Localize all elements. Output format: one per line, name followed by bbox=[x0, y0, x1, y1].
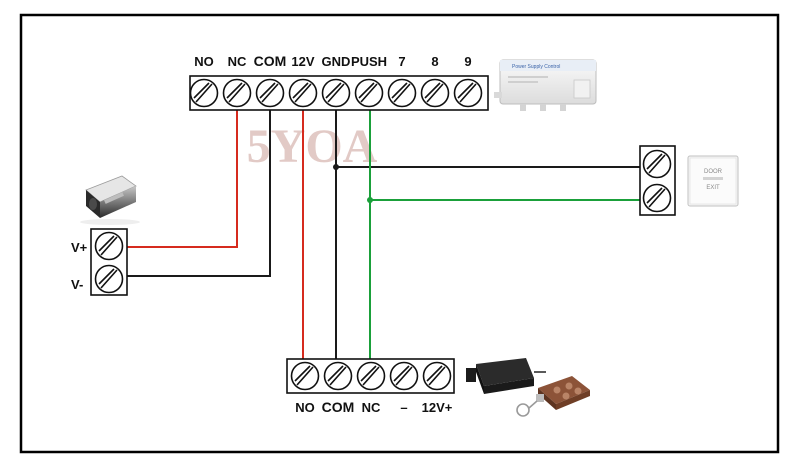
remote-terminal-label: COM bbox=[322, 399, 355, 415]
power-supply-title: Power Supply Control bbox=[512, 64, 560, 70]
remote-terminal-label: – bbox=[400, 400, 407, 415]
main-terminal-label: COM bbox=[254, 53, 287, 69]
remote-terminal-screw bbox=[422, 361, 452, 391]
remote-terminal-label: NO bbox=[295, 400, 315, 415]
main-terminal-label: GND bbox=[322, 54, 351, 69]
remote-terminal-screw bbox=[323, 361, 353, 391]
main-terminal-label: 9 bbox=[464, 54, 471, 69]
remote-terminal-screw bbox=[290, 361, 320, 391]
power-supply-unit: Power Supply Control bbox=[494, 59, 597, 111]
watermark-text: 5YOA bbox=[247, 120, 378, 173]
main-terminal-screw bbox=[321, 78, 351, 108]
exit-button: DOOR EXIT bbox=[687, 155, 739, 207]
main-terminal-screw bbox=[189, 78, 219, 108]
exit-button-top-text: DOOR bbox=[704, 169, 723, 175]
main-terminal-screw bbox=[453, 78, 483, 108]
exit-terminal-block bbox=[639, 145, 676, 216]
remote-receiver-module bbox=[466, 358, 546, 394]
lock-terminal-block: V+ V- bbox=[71, 228, 128, 296]
remote-terminal-label: 12V+ bbox=[422, 400, 453, 415]
main-terminal-screw bbox=[255, 78, 285, 108]
main-terminal-label: 8 bbox=[431, 54, 438, 69]
main-terminal-label: 12V bbox=[291, 54, 314, 69]
lock-label-vminus: V- bbox=[71, 277, 83, 292]
main-terminal-label: NO bbox=[194, 54, 214, 69]
main-terminal-label: PUSH bbox=[351, 54, 387, 69]
main-terminal-screw bbox=[222, 78, 252, 108]
lock-label-vplus: V+ bbox=[71, 240, 88, 255]
electric-lock bbox=[80, 175, 140, 225]
main-terminal-label: NC bbox=[228, 54, 247, 69]
junction-gnd bbox=[333, 164, 339, 170]
remote-terminal-screw bbox=[389, 361, 419, 391]
remote-terminal-label: NC bbox=[362, 400, 381, 415]
main-terminal-label: 7 bbox=[398, 54, 405, 69]
remote-key-fob bbox=[516, 376, 590, 417]
wire-com-to-vminus bbox=[126, 92, 271, 277]
remote-terminal-block: NO COM NC –12V+ bbox=[286, 358, 455, 415]
main-terminal-screw bbox=[420, 78, 450, 108]
exit-button-bottom-text: EXIT bbox=[706, 185, 720, 191]
main-terminal-screw bbox=[387, 78, 417, 108]
wire-nc-to-vplus bbox=[126, 92, 238, 248]
remote-terminal-screw bbox=[356, 361, 386, 391]
main-terminal-screw bbox=[288, 78, 318, 108]
main-terminal-screw bbox=[354, 78, 384, 108]
junction-push bbox=[367, 197, 373, 203]
